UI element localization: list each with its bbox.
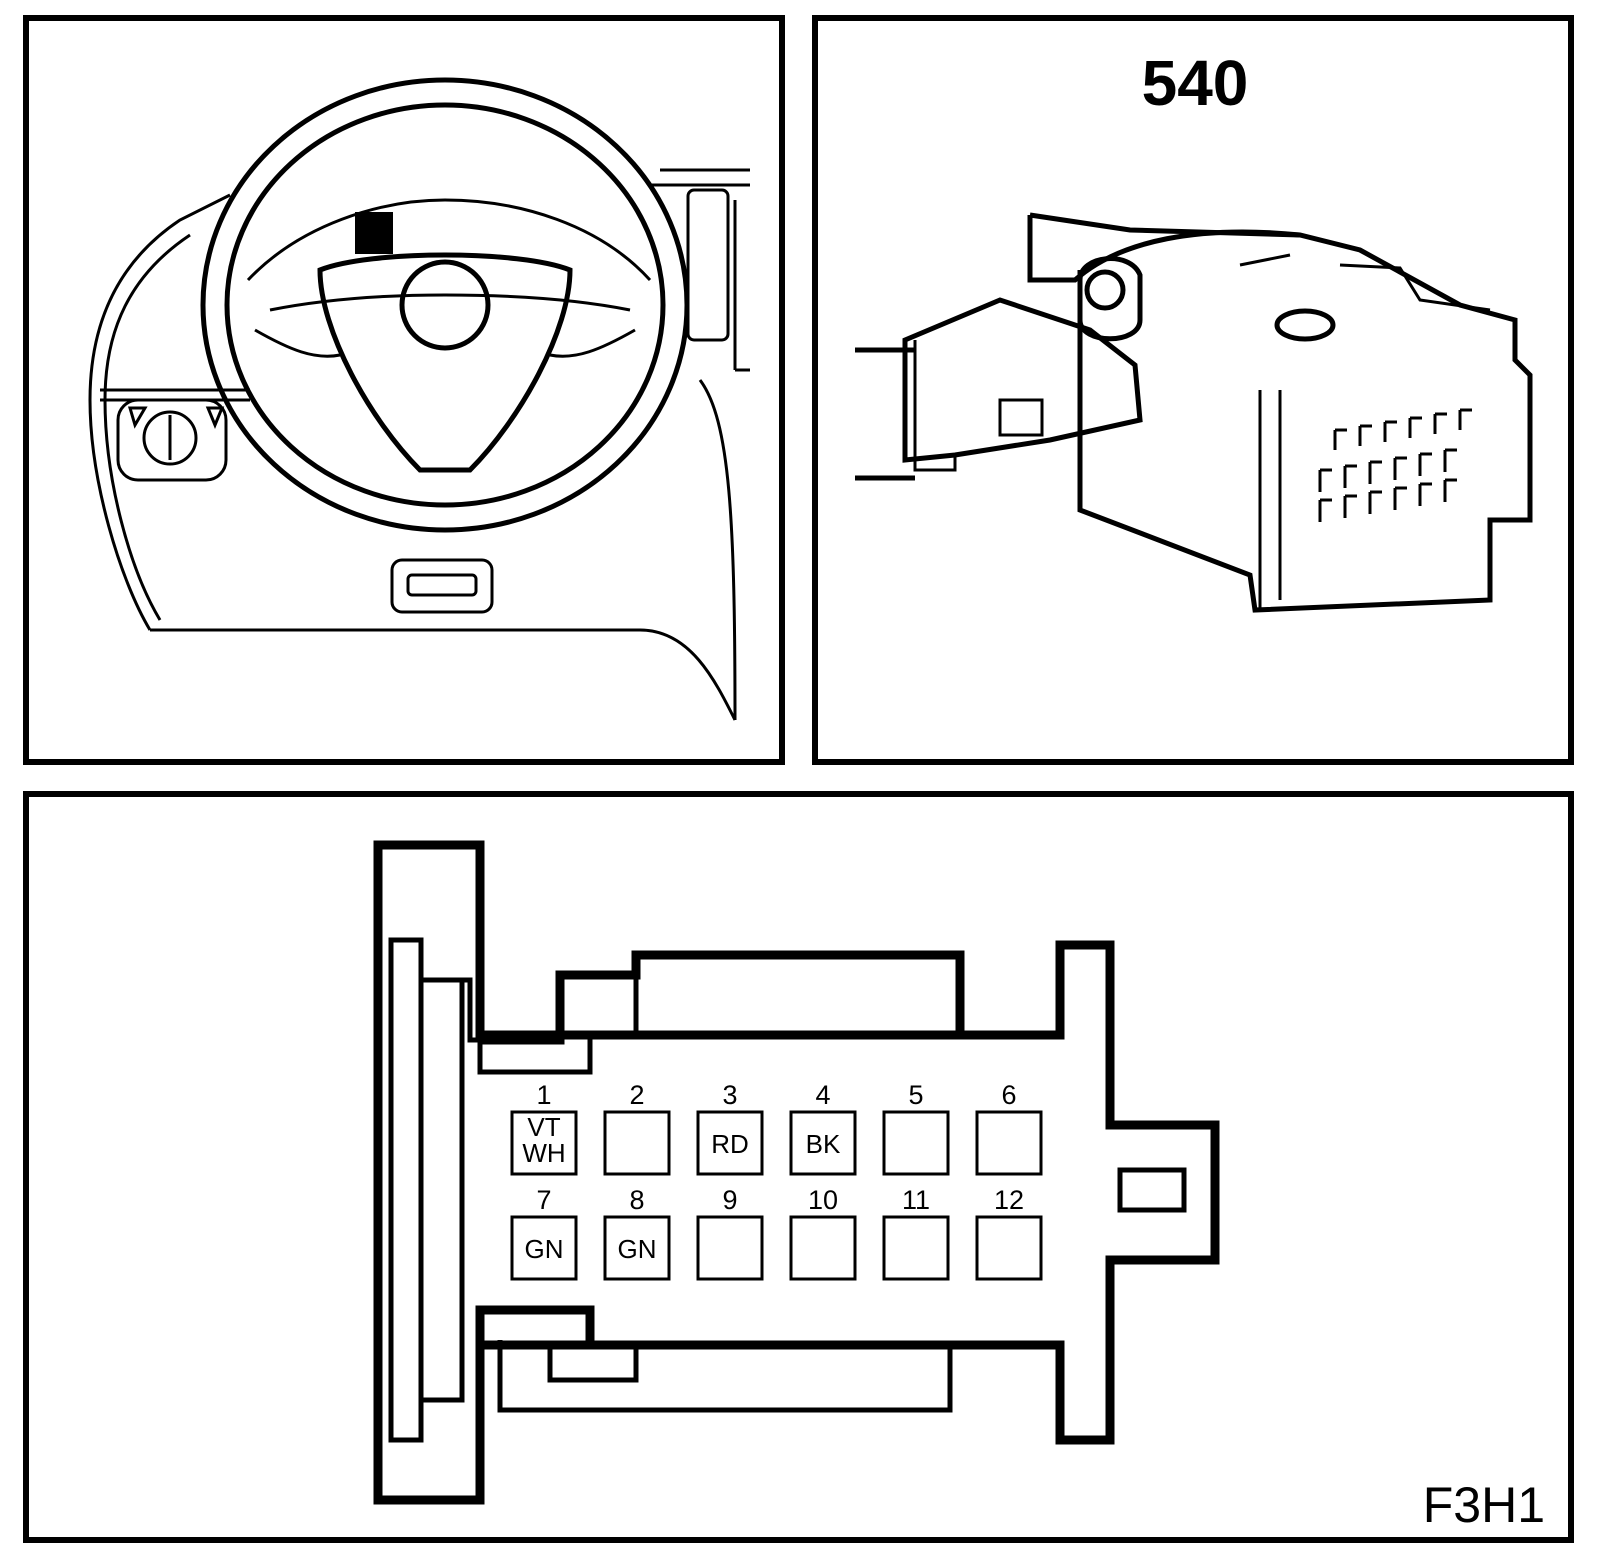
figure-code: F3H1 [1423,1477,1545,1533]
pin-cavity [603,1215,671,1281]
wire-color-label: BK [806,1129,841,1159]
pin-11: 11 [882,1185,950,1281]
pin-cavity [882,1215,950,1281]
dashboard-illustration [88,77,750,721]
pin-cavity [510,1110,578,1176]
pin-number: 1 [536,1080,551,1110]
pin-cavity [510,1215,578,1281]
location-marker [355,212,393,254]
panel-location-frame [23,15,785,765]
pin-cavity [696,1215,764,1281]
pin-10: 10 [789,1185,857,1281]
pin-number: 12 [994,1185,1024,1215]
pin-cavity [789,1110,857,1176]
panel-pinout-frame [23,791,1574,1543]
pin-number: 5 [908,1080,923,1110]
pin-cavity [789,1215,857,1281]
pin-cavity [975,1215,1043,1281]
wire-color-label: GN [618,1234,657,1264]
pin-9: 9 [696,1185,764,1281]
pin-cavity [603,1110,671,1176]
connector-number: 540 [1142,47,1249,119]
pin-number: 4 [815,1080,830,1110]
pin-number: 2 [629,1080,644,1110]
pin-number: 11 [902,1185,930,1215]
pin-cavity [882,1110,950,1176]
pin-12: 12 [975,1185,1043,1281]
connector-illustration [855,212,1533,613]
pin-number: 9 [722,1185,737,1215]
panel-connector-frame [812,15,1574,765]
pin-number: 10 [808,1185,838,1215]
pin-2: 2 [603,1080,671,1176]
pin-8: 8GN [603,1185,671,1281]
connector-face-outline [373,840,1220,1505]
pin-number: 8 [629,1185,644,1215]
pin-7: 7GN [510,1185,578,1281]
wire-color-label: VT [527,1112,560,1142]
pin-number: 7 [536,1185,551,1215]
wire-color-label: WH [522,1138,565,1168]
wire-color-label: GN [525,1234,564,1264]
pin-cavity [696,1110,764,1176]
wire-color-label: RD [711,1129,749,1159]
pin-cavity [975,1110,1043,1176]
pin-5: 5 [882,1080,950,1176]
pin-number: 6 [1001,1080,1016,1110]
pin-3: 3RD [696,1080,764,1176]
pin-6: 6 [975,1080,1043,1176]
pin-4: 4BK [789,1080,857,1176]
pin-number: 3 [722,1080,737,1110]
